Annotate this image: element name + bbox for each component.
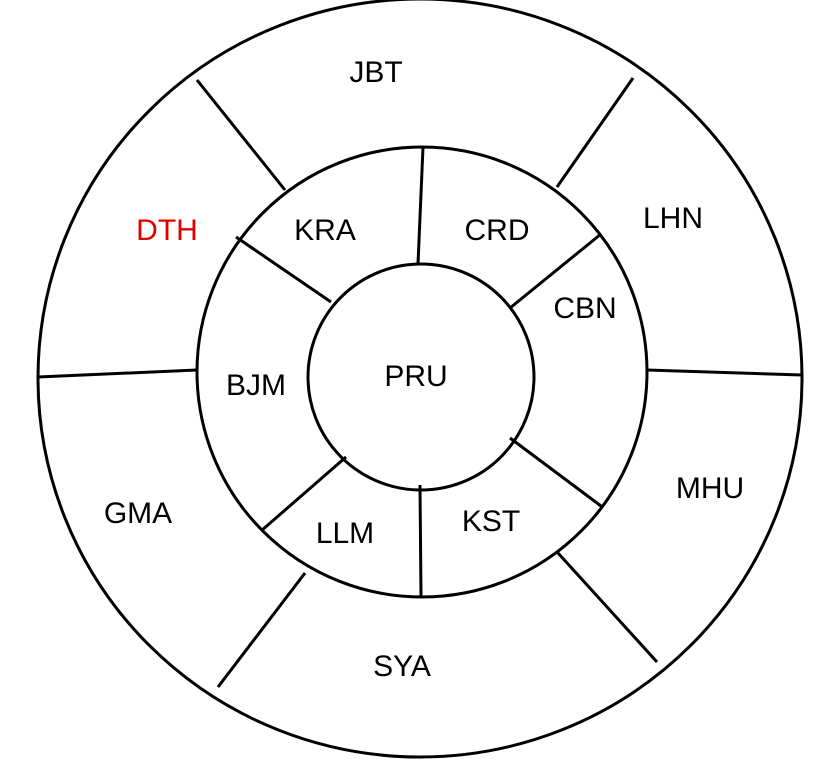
inner-label-kra: KRA xyxy=(294,214,356,247)
inner-dividers xyxy=(235,146,602,597)
outer-label-mhu: MHU xyxy=(676,472,744,505)
outer-circle xyxy=(36,0,804,759)
outer-dividers xyxy=(37,77,803,688)
inner-label-cbn: CBN xyxy=(553,292,616,325)
inner-label-crd: CRD xyxy=(465,214,530,247)
outer-label-gma: GMA xyxy=(104,497,172,530)
inner-label-llm: LLM xyxy=(316,517,374,550)
outer-label-sya: SYA xyxy=(373,650,431,683)
inner-label-kst: KST xyxy=(462,505,520,538)
outer-label-lhn: LHN xyxy=(643,202,703,235)
inner-label-bjm: BJM xyxy=(226,369,286,402)
outer-label-dth: DTH xyxy=(136,214,198,247)
center-label: PRU xyxy=(384,360,447,393)
outer-label-jbt: JBT xyxy=(349,56,402,89)
